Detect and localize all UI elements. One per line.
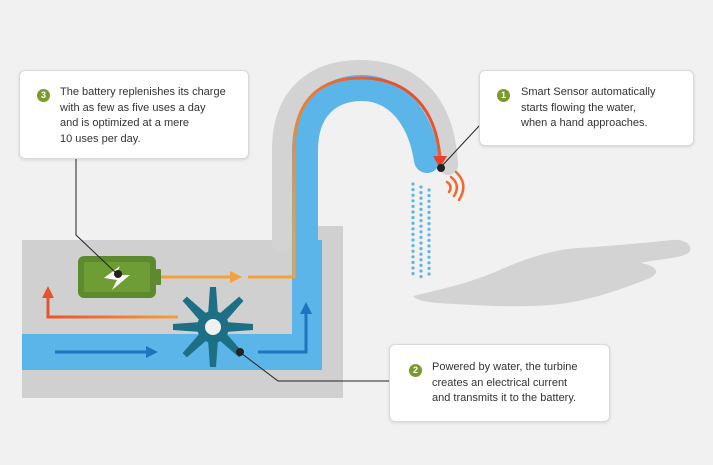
callout-line: creates an electrical current: [432, 376, 568, 389]
water-drop: [427, 205, 431, 209]
water-drop: [419, 185, 423, 189]
water-drop: [411, 272, 415, 276]
water-arrow-up: [258, 302, 312, 354]
water-drop: [411, 266, 415, 270]
water-drop: [411, 188, 415, 192]
hand-icon: [413, 239, 691, 307]
water-drops-icon: [411, 182, 431, 279]
water-drop: [419, 258, 423, 262]
water-drop: [419, 196, 423, 200]
callout-line: with as few as five uses a day: [60, 101, 206, 114]
callout-turbine: 2 Powered by water, the turbine creates …: [389, 344, 610, 422]
water-drop: [427, 188, 431, 192]
water-drop: [419, 269, 423, 273]
current-arrow-down: [433, 156, 447, 168]
water-drop: [427, 261, 431, 265]
turbine-icon: [173, 287, 253, 367]
water-drop: [427, 244, 431, 248]
water-drop: [411, 210, 415, 214]
callout-battery-text: The battery replenishes its charge with …: [60, 85, 226, 147]
callout-number-badge: 1: [497, 89, 510, 102]
water-drop: [427, 266, 431, 270]
callout-number-badge: 2: [409, 364, 422, 377]
callout-battery: 3 The battery replenishes its charge wit…: [19, 70, 249, 159]
water-drop: [427, 250, 431, 254]
water-drop: [419, 247, 423, 251]
water-arrow-in: [55, 346, 158, 358]
water-drop: [427, 199, 431, 203]
water-drop: [419, 275, 423, 279]
water-drop: [419, 202, 423, 206]
water-drop: [419, 207, 423, 211]
callout-line: and transmits it to the battery.: [432, 392, 577, 404]
callout-line: starts flowing the water,: [521, 101, 636, 114]
water-drop: [419, 235, 423, 239]
water-drop: [427, 238, 431, 242]
water-drop: [411, 216, 415, 220]
callout-line: Smart Sensor automatically: [521, 86, 656, 98]
water-drop: [411, 255, 415, 259]
water-drop: [419, 263, 423, 267]
callout-turbine-text: Powered by water, the turbine creates an…: [432, 360, 578, 407]
water-drop: [411, 238, 415, 242]
faucet-housing: [22, 226, 343, 398]
callout-line: 10 uses per day.: [60, 132, 141, 145]
current-arrow-right: [230, 271, 242, 283]
water-drop: [427, 272, 431, 276]
water-drop: [411, 199, 415, 203]
water-drop: [411, 204, 415, 208]
water-drop: [411, 227, 415, 231]
water-drop: [411, 260, 415, 264]
current-flow-arrows: [42, 76, 447, 319]
leader-dots: [114, 164, 445, 356]
water-drop: [419, 191, 423, 195]
water-drop: [427, 216, 431, 220]
water-drop: [419, 219, 423, 223]
water-drop: [411, 244, 415, 248]
water-drop: [411, 249, 415, 253]
water-drop: [427, 233, 431, 237]
water-drop: [411, 221, 415, 225]
water-drop: [419, 230, 423, 234]
faucet-icon: [272, 59, 458, 254]
water-drop: [419, 213, 423, 217]
callout-sensor-text: Smart Sensor automatically starts flowin…: [521, 85, 656, 132]
leader-lines: [75, 124, 481, 382]
water-drop: [419, 252, 423, 256]
sensor-waves-icon: [445, 170, 465, 202]
water-flow-arrows: [55, 302, 312, 358]
callout-line: The battery replenishes its charge: [60, 86, 226, 98]
water-drop: [427, 210, 431, 214]
water-drop: [411, 182, 415, 186]
water-drop: [427, 194, 431, 198]
water-drop: [419, 241, 423, 245]
water-drop: [411, 232, 415, 236]
water-drop: [411, 193, 415, 197]
current-arrow-up: [42, 286, 54, 298]
water-drop: [419, 224, 423, 228]
lightning-icon: [104, 266, 130, 290]
water-drop: [427, 222, 431, 226]
callout-sensor: 1 Smart Sensor automatically starts flow…: [479, 70, 694, 146]
callout-line: Powered by water, the turbine: [432, 361, 578, 373]
callout-line: and is optimized at a mere: [60, 117, 190, 129]
callout-number-badge: 3: [37, 89, 50, 102]
callout-line: when a hand approaches.: [521, 117, 648, 129]
water-drop: [427, 255, 431, 259]
water-drop: [427, 227, 431, 231]
